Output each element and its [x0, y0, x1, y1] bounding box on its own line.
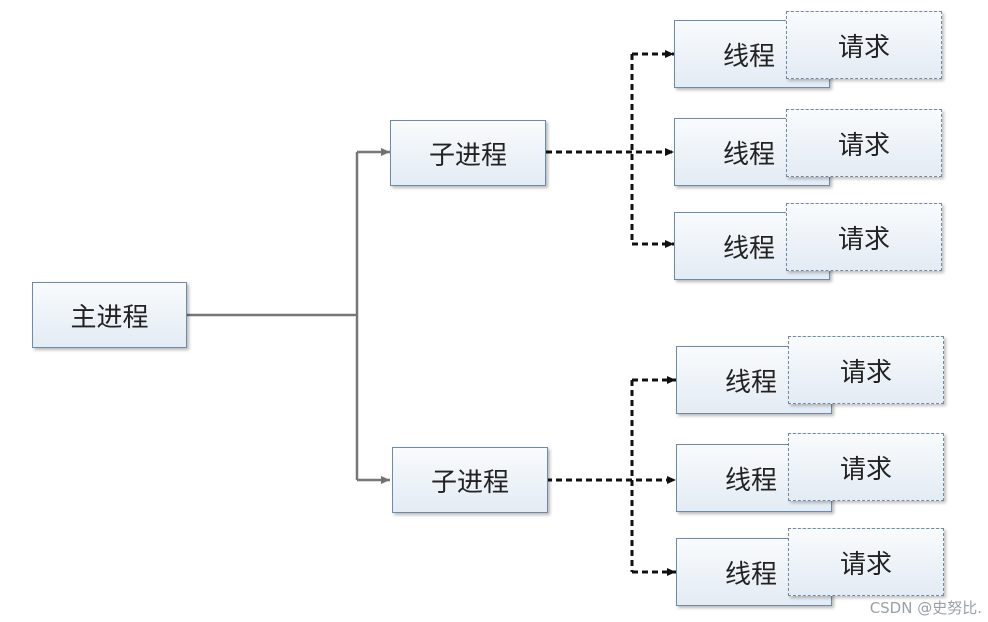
request-label: 请求: [837, 224, 890, 255]
request-node-2-1: 请求: [788, 336, 944, 404]
thread-label: 线程: [723, 233, 776, 264]
request-node-2-2: 请求: [788, 433, 944, 501]
child-process-node-1: 子进程: [390, 120, 546, 186]
watermark-text: CSDN @史努比.: [869, 599, 982, 617]
request-node-1-1: 请求: [786, 11, 942, 79]
child-process-label: 子进程: [430, 467, 509, 498]
main-to-child-connectors: [187, 148, 390, 484]
child1-to-thread-connectors: [546, 50, 674, 248]
request-node-1-3: 请求: [786, 203, 942, 271]
child2-to-thread-connectors: [546, 376, 676, 576]
thread-label: 线程: [725, 559, 778, 590]
request-node-2-3: 请求: [788, 528, 944, 596]
child-process-node-2: 子进程: [392, 447, 548, 513]
request-label: 请求: [839, 357, 892, 388]
request-node-1-2: 请求: [786, 109, 942, 177]
request-label: 请求: [839, 549, 892, 580]
thread-label: 线程: [723, 41, 776, 72]
thread-label: 线程: [725, 367, 778, 398]
child-process-label: 子进程: [428, 140, 507, 171]
request-label: 请求: [837, 32, 890, 63]
main-process-label: 主进程: [70, 302, 149, 333]
thread-label: 线程: [725, 465, 778, 496]
main-process-node: 主进程: [32, 282, 187, 348]
request-label: 请求: [839, 454, 892, 485]
thread-label: 线程: [723, 139, 776, 170]
request-label: 请求: [837, 130, 890, 161]
